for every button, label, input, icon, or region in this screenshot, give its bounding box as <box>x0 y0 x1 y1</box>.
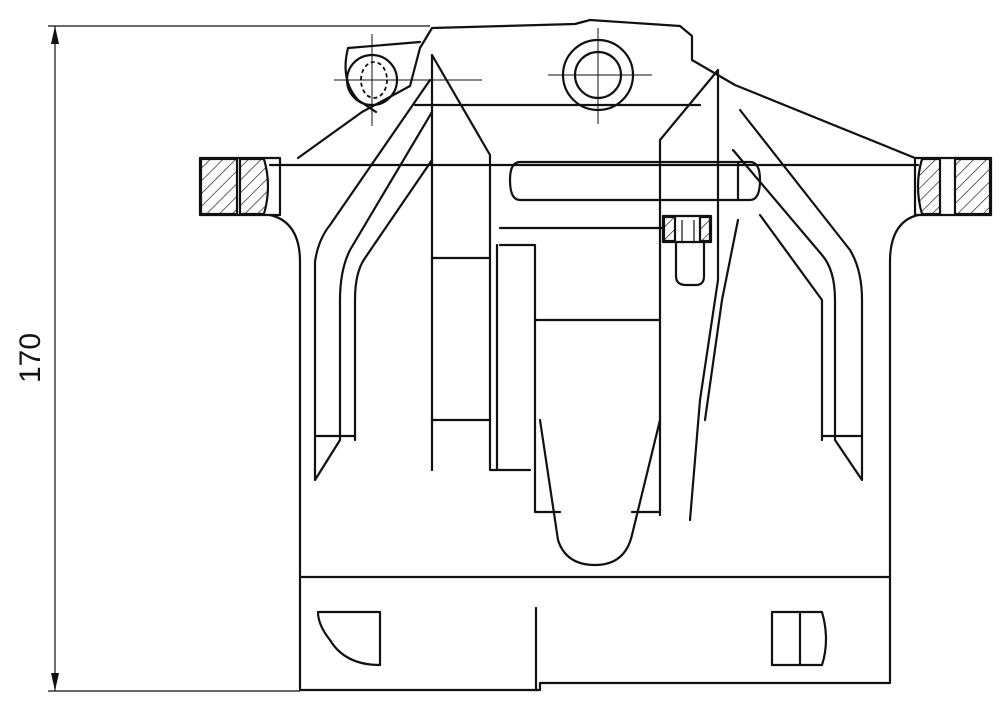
body-sides <box>268 213 920 692</box>
right-rib-inner <box>758 213 824 442</box>
dimension-arrow-top <box>51 26 59 44</box>
housing-outline <box>198 18 993 692</box>
left-rib <box>313 78 434 482</box>
top-cover <box>296 18 917 160</box>
left-rib-inner <box>353 158 434 442</box>
height-dimension: 170 <box>14 25 430 692</box>
guide-rod <box>508 160 762 202</box>
dimension-arrow-bottom <box>51 673 59 691</box>
left-flange-section <box>199 157 239 216</box>
right-wedge-edge <box>703 218 740 422</box>
inner-frame-left <box>498 243 562 514</box>
set-screw-shank <box>674 240 706 287</box>
left-flange-hole-section <box>238 157 270 216</box>
right-flange-hole-section <box>916 157 942 216</box>
left-wedge <box>430 53 532 472</box>
right-boss <box>548 28 652 124</box>
left-boss <box>334 34 482 126</box>
right-wedge <box>658 68 720 522</box>
left-base-pocket <box>316 610 382 667</box>
right-base-pocket <box>770 610 828 667</box>
right-flange-section <box>953 157 992 216</box>
tapered-blade <box>538 418 662 567</box>
central-mechanism <box>430 53 762 567</box>
right-rib-outer <box>731 108 864 482</box>
set-screw-section-right <box>698 215 712 243</box>
base <box>316 606 828 692</box>
dimension-value: 170 <box>14 333 47 383</box>
right-rib <box>731 108 864 482</box>
left-rib-outer <box>313 78 434 482</box>
set-screw-section-left <box>662 215 677 243</box>
